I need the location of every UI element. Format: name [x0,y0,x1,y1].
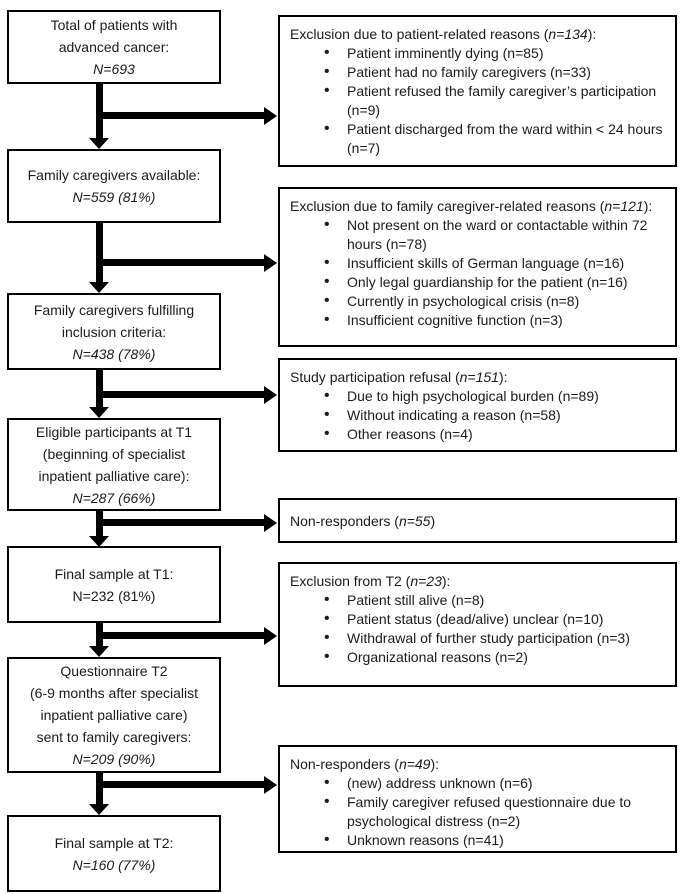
list-item: Due to high psychological burden (n=89) [290,386,665,406]
right-arrow-stem [96,259,264,266]
flow-box-caregivers-available: Family caregivers available: N=559 (81%) [7,149,221,223]
right-arrow-stem [96,391,264,398]
list-item: Unknown reasons (n=41) [290,830,665,850]
list-item: Not present on the ward or contactable w… [290,215,665,254]
down-arrow-stem [96,84,103,138]
down-arrow-stem [96,773,103,804]
box-line: sent to family caregivers: [36,729,192,745]
flow-box-total-patients: Total of patients with advanced cancer: … [7,10,221,84]
box-title: Study participation refusal (n=151): [290,369,508,385]
bullet-list: Patient still alive (n=8) Patient status… [290,590,665,667]
flow-box-nonresponders-t1: Non-responders (n=55) [278,498,677,543]
list-item: Patient still alive (n=8) [290,590,665,610]
box-title: Exclusion due to patient-related reasons… [290,26,597,42]
right-arrow-head [264,386,277,404]
box-line: Eligible participants at T1 [35,423,193,440]
list-item: Only legal guardianship for the patient … [290,272,665,292]
box-stat: N=232 (81%) [72,587,156,604]
box-title: Non-responders (n=49): [290,756,440,772]
right-arrow-stem [96,112,264,119]
bullet-list: Not present on the ward or contactable w… [290,215,665,330]
list-item: Organizational reasons (n=2) [290,647,665,667]
list-item: Without indicating a reason (n=58) [290,405,665,425]
box-line: inpatient palliative care) [40,707,188,723]
flow-box-eligible-t1: Eligible participants at T1 (beginning o… [7,418,221,511]
right-arrow-head [264,254,277,272]
right-arrow-head [264,627,277,645]
down-arrow-stem [96,370,103,407]
list-item: Patient imminently dying (n=85) [290,43,665,63]
box-line: Total of patients with [50,17,178,33]
list-item: Patient had no family caregivers (n=33) [290,62,665,82]
flow-box-exclusion-caregiver-reasons: Exclusion due to family caregiver-relate… [278,187,677,347]
list-item: Insufficient skills of German language (… [290,253,665,273]
flow-box-exclusion-patient-reasons: Exclusion due to patient-related reasons… [278,15,677,167]
box-stat: N=287 (66%) [72,489,156,506]
list-item: (new) address unknown (n=6) [290,773,665,793]
box-line: (beginning of specialist [42,445,186,462]
bullet-list: Patient imminently dying (n=85) Patient … [290,43,665,158]
right-arrow-stem [96,781,264,788]
box-line: (6-9 months after specialist [29,685,199,701]
box-line: Final sample at T1: [54,565,174,582]
down-arrow-head [89,646,109,657]
list-item: Insufficient cognitive function (n=3) [290,310,665,330]
box-line: Family caregivers available: [27,167,201,183]
list-item: Patient status (dead/alive) unclear (n=1… [290,609,665,629]
box-stat: N=209 (90%) [72,751,156,767]
list-item: Patient discharged from the ward within … [290,119,665,158]
box-title: Exclusion from T2 (n=23): [290,573,451,589]
flow-box-participation-refusal: Study participation refusal (n=151): Due… [278,358,677,452]
box-stat: N=438 (78%) [72,345,156,362]
flow-box-exclusion-from-t2: Exclusion from T2 (n=23): Patient still … [278,562,677,687]
down-arrow-head [89,804,109,815]
box-line: advanced cancer: [58,39,170,55]
list-item: Currently in psychological crisis (n=8) [290,291,665,311]
right-arrow-stem [96,632,264,639]
flow-box-nonresponders-t2: Non-responders (n=49): (new) address unk… [278,745,677,853]
list-item: Withdrawal of further study participatio… [290,628,665,648]
right-arrow-head [264,776,277,794]
down-arrow-head [89,536,109,547]
box-stat: N=160 (77%) [72,856,156,873]
right-arrow-head [264,514,277,532]
box-title: Exclusion due to family caregiver-relate… [290,198,653,214]
box-title: Non-responders (n=55) [290,513,436,529]
flow-box-final-sample-t2: Final sample at T2: N=160 (77%) [7,815,221,892]
box-line: Family caregivers fulfilling [33,301,195,318]
down-arrow-stem [96,223,103,282]
flow-box-final-sample-t1: Final sample at T1: N=232 (81%) [7,546,221,623]
down-arrow-head [89,407,109,418]
bullet-list: (new) address unknown (n=6) Family careg… [290,773,665,850]
box-line: inclusion criteria: [61,323,167,340]
right-arrow-head [264,107,277,125]
box-line: Final sample at T2: [54,834,174,851]
down-arrow-head [89,282,109,293]
bullet-list: Due to high psychological burden (n=89) … [290,386,665,444]
flow-box-questionnaire-t2: Questionnaire T2 (6-9 months after speci… [7,657,221,773]
box-stat: N=693 [93,61,135,77]
down-arrow-head [89,138,109,149]
box-line: Questionnaire T2 [60,663,168,679]
flow-box-inclusion-criteria: Family caregivers fulfilling inclusion c… [7,293,221,370]
list-item: Family caregiver refused questionnaire d… [290,792,665,831]
box-stat: N=559 (81%) [72,189,156,205]
list-item: Patient refused the family caregiver’s p… [290,81,665,120]
right-arrow-stem [96,519,264,526]
box-line: inpatient palliative care): [38,467,190,484]
list-item: Other reasons (n=4) [290,424,665,444]
